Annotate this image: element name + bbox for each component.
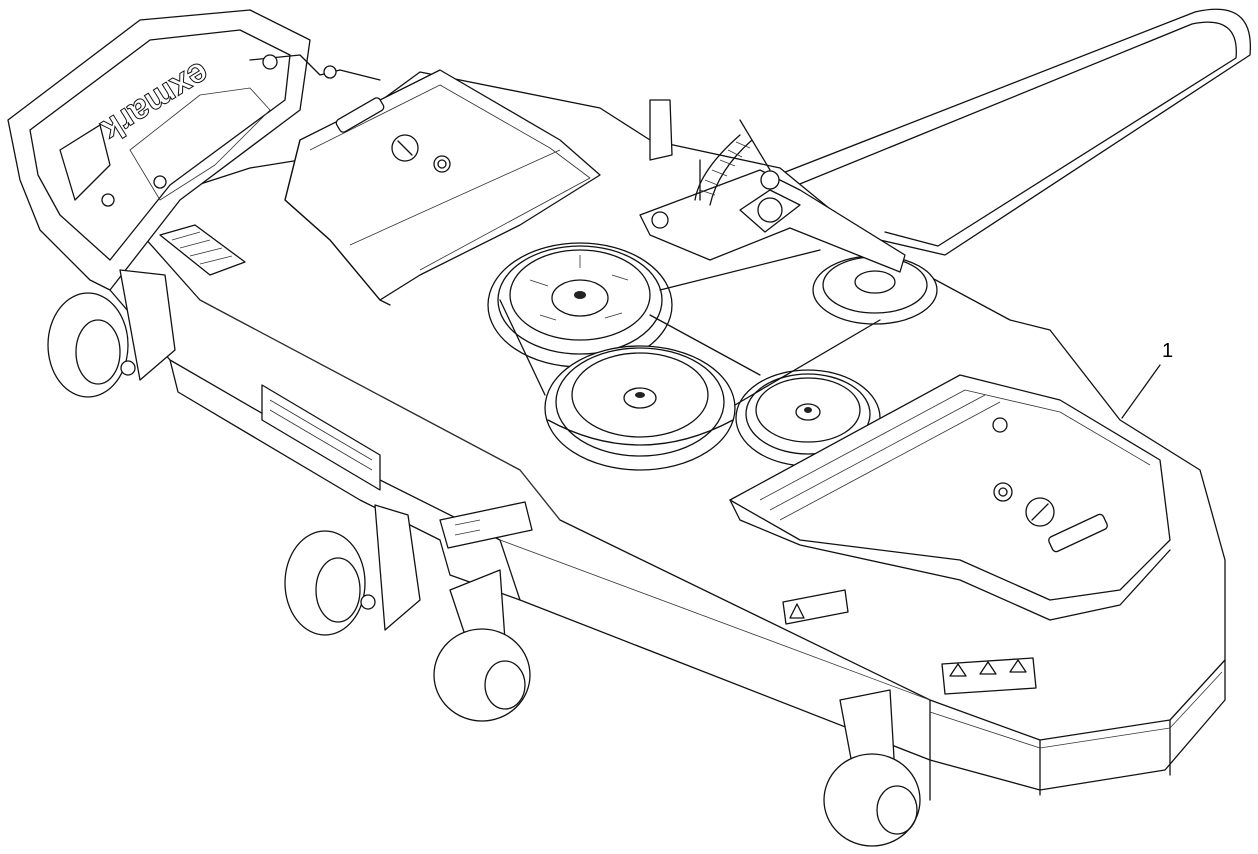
drive-belt — [769, 8, 1252, 256]
caster-wheel-center-front — [433, 569, 531, 722]
safety-decal-center — [439, 501, 533, 549]
callout-leader-line — [1121, 364, 1161, 419]
safety-decal-left — [159, 224, 246, 276]
left-pulley-cover — [284, 69, 601, 306]
right-spindle-pulley — [735, 369, 881, 467]
model-decal — [261, 384, 381, 491]
caster-wheel-left-rear — [47, 269, 176, 398]
left-chute-assembly: exmark — [7, 9, 381, 291]
center-spindle-pulley — [544, 345, 736, 471]
idler-pulley — [812, 255, 938, 325]
left-spindle-pulley — [487, 242, 673, 368]
safety-decal-front — [941, 657, 1037, 695]
idler-arm-assembly — [639, 99, 906, 273]
caster-wheel-right-front — [823, 689, 921, 847]
deck-belt — [499, 249, 881, 406]
caster-wheel-left-front — [284, 504, 421, 636]
right-pulley-cover — [729, 374, 1171, 621]
warning-decal — [782, 589, 849, 625]
callout-number-1: 1 — [1162, 340, 1174, 362]
